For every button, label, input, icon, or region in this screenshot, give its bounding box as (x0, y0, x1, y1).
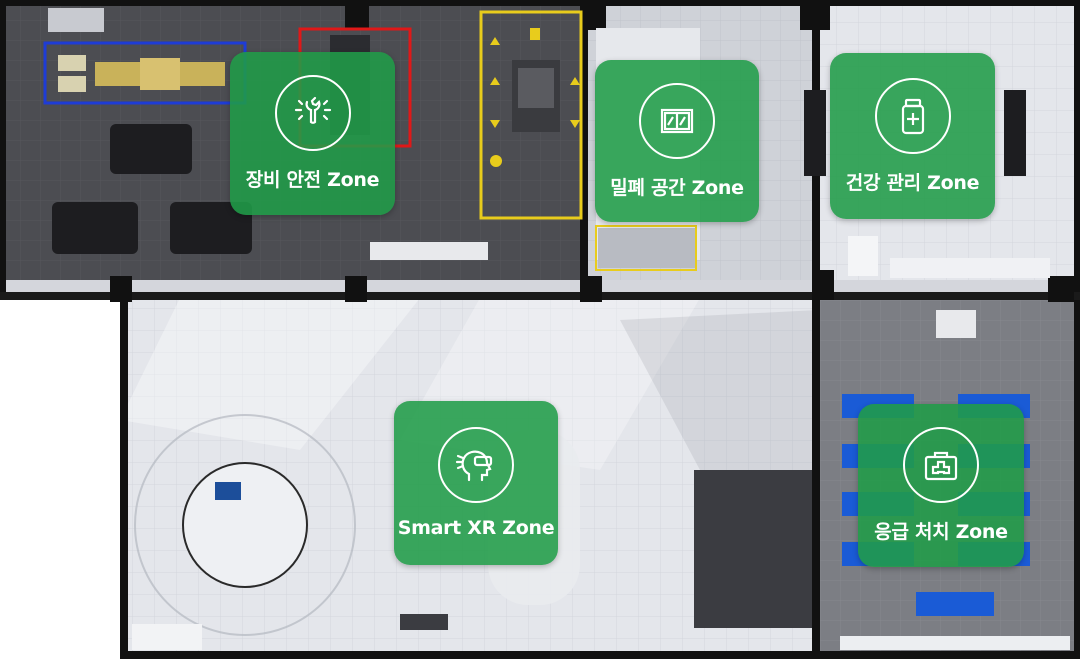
zone-label: 건강 관리 Zone (845, 171, 980, 194)
first-aid-kit-icon (903, 427, 979, 503)
forklift-zone-outline (479, 10, 583, 220)
wall (812, 0, 820, 659)
zone-first-aid[interactable]: 응급 처치 Zone (858, 404, 1024, 567)
xr-platform (182, 462, 308, 588)
zone-label: 응급 처치 Zone (874, 521, 1008, 543)
zone-smart-xr[interactable]: Smart XR Zone (394, 401, 558, 565)
wall (580, 0, 588, 300)
zone-confined-space[interactable]: 밀폐 공간 Zone (595, 60, 759, 222)
zone-health-care[interactable]: 건강 관리 Zone (830, 53, 995, 219)
wall (0, 0, 1080, 6)
zone-label: 밀폐 공간 Zone (610, 176, 744, 199)
wall (0, 292, 1080, 300)
wall (0, 0, 6, 298)
zone-label: Smart XR Zone (397, 517, 555, 539)
wrench-gear-icon (274, 75, 351, 151)
medicine-bottle-icon (874, 77, 951, 154)
wall (120, 651, 1080, 659)
wall (1074, 0, 1080, 659)
vr-headset-icon (438, 427, 514, 503)
window-icon (639, 82, 715, 159)
wall (120, 298, 128, 659)
zone-equipment-safety[interactable]: 장비 안전 Zone (230, 52, 395, 215)
zone-label: 장비 안전 Zone (245, 169, 380, 191)
